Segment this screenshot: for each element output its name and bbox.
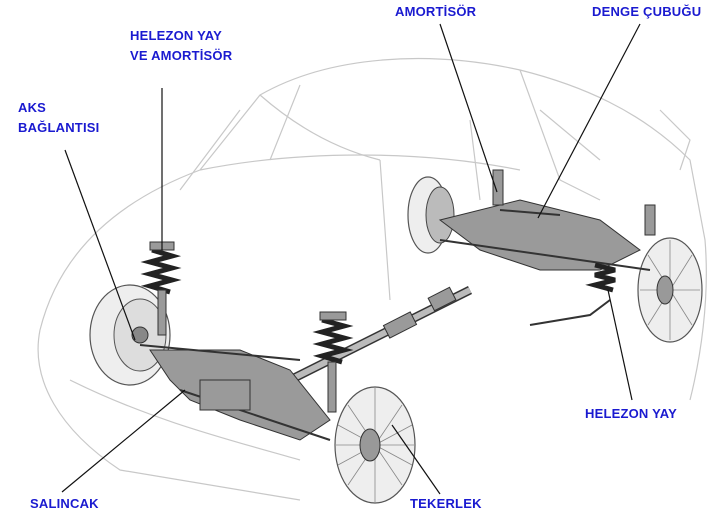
rear-right-wheel xyxy=(637,237,703,343)
rear-axle xyxy=(438,169,656,326)
front-right-wheel xyxy=(334,386,416,504)
label-control-arm: SALINCAK xyxy=(30,496,99,511)
drive-shaft xyxy=(277,285,473,390)
label-rear-shock: AMORTİSÖR xyxy=(395,4,477,19)
front-subframe xyxy=(139,344,331,441)
label-stabilizer-bar: DENGE ÇUBUĞU xyxy=(592,4,702,19)
label-line: VE AMORTİSÖR xyxy=(130,48,233,63)
label-axle-joint: AKS BAĞLANTISI xyxy=(18,98,99,138)
label-wheel: TEKERLEK xyxy=(410,496,482,511)
rear-left-wheel xyxy=(407,176,455,254)
label-line: AKS xyxy=(18,100,47,115)
leader-lines xyxy=(61,23,641,495)
front-right-strut xyxy=(312,311,354,413)
label-rear-coil-spring: HELEZON YAY xyxy=(585,406,678,421)
label-line: BAĞLANTISI xyxy=(18,120,100,135)
label-line: HELEZON YAY xyxy=(130,28,223,43)
label-front-coil-spring-and-shock: HELEZON YAY VE AMORTİSÖR xyxy=(130,26,232,66)
car-body-outline xyxy=(37,58,707,501)
